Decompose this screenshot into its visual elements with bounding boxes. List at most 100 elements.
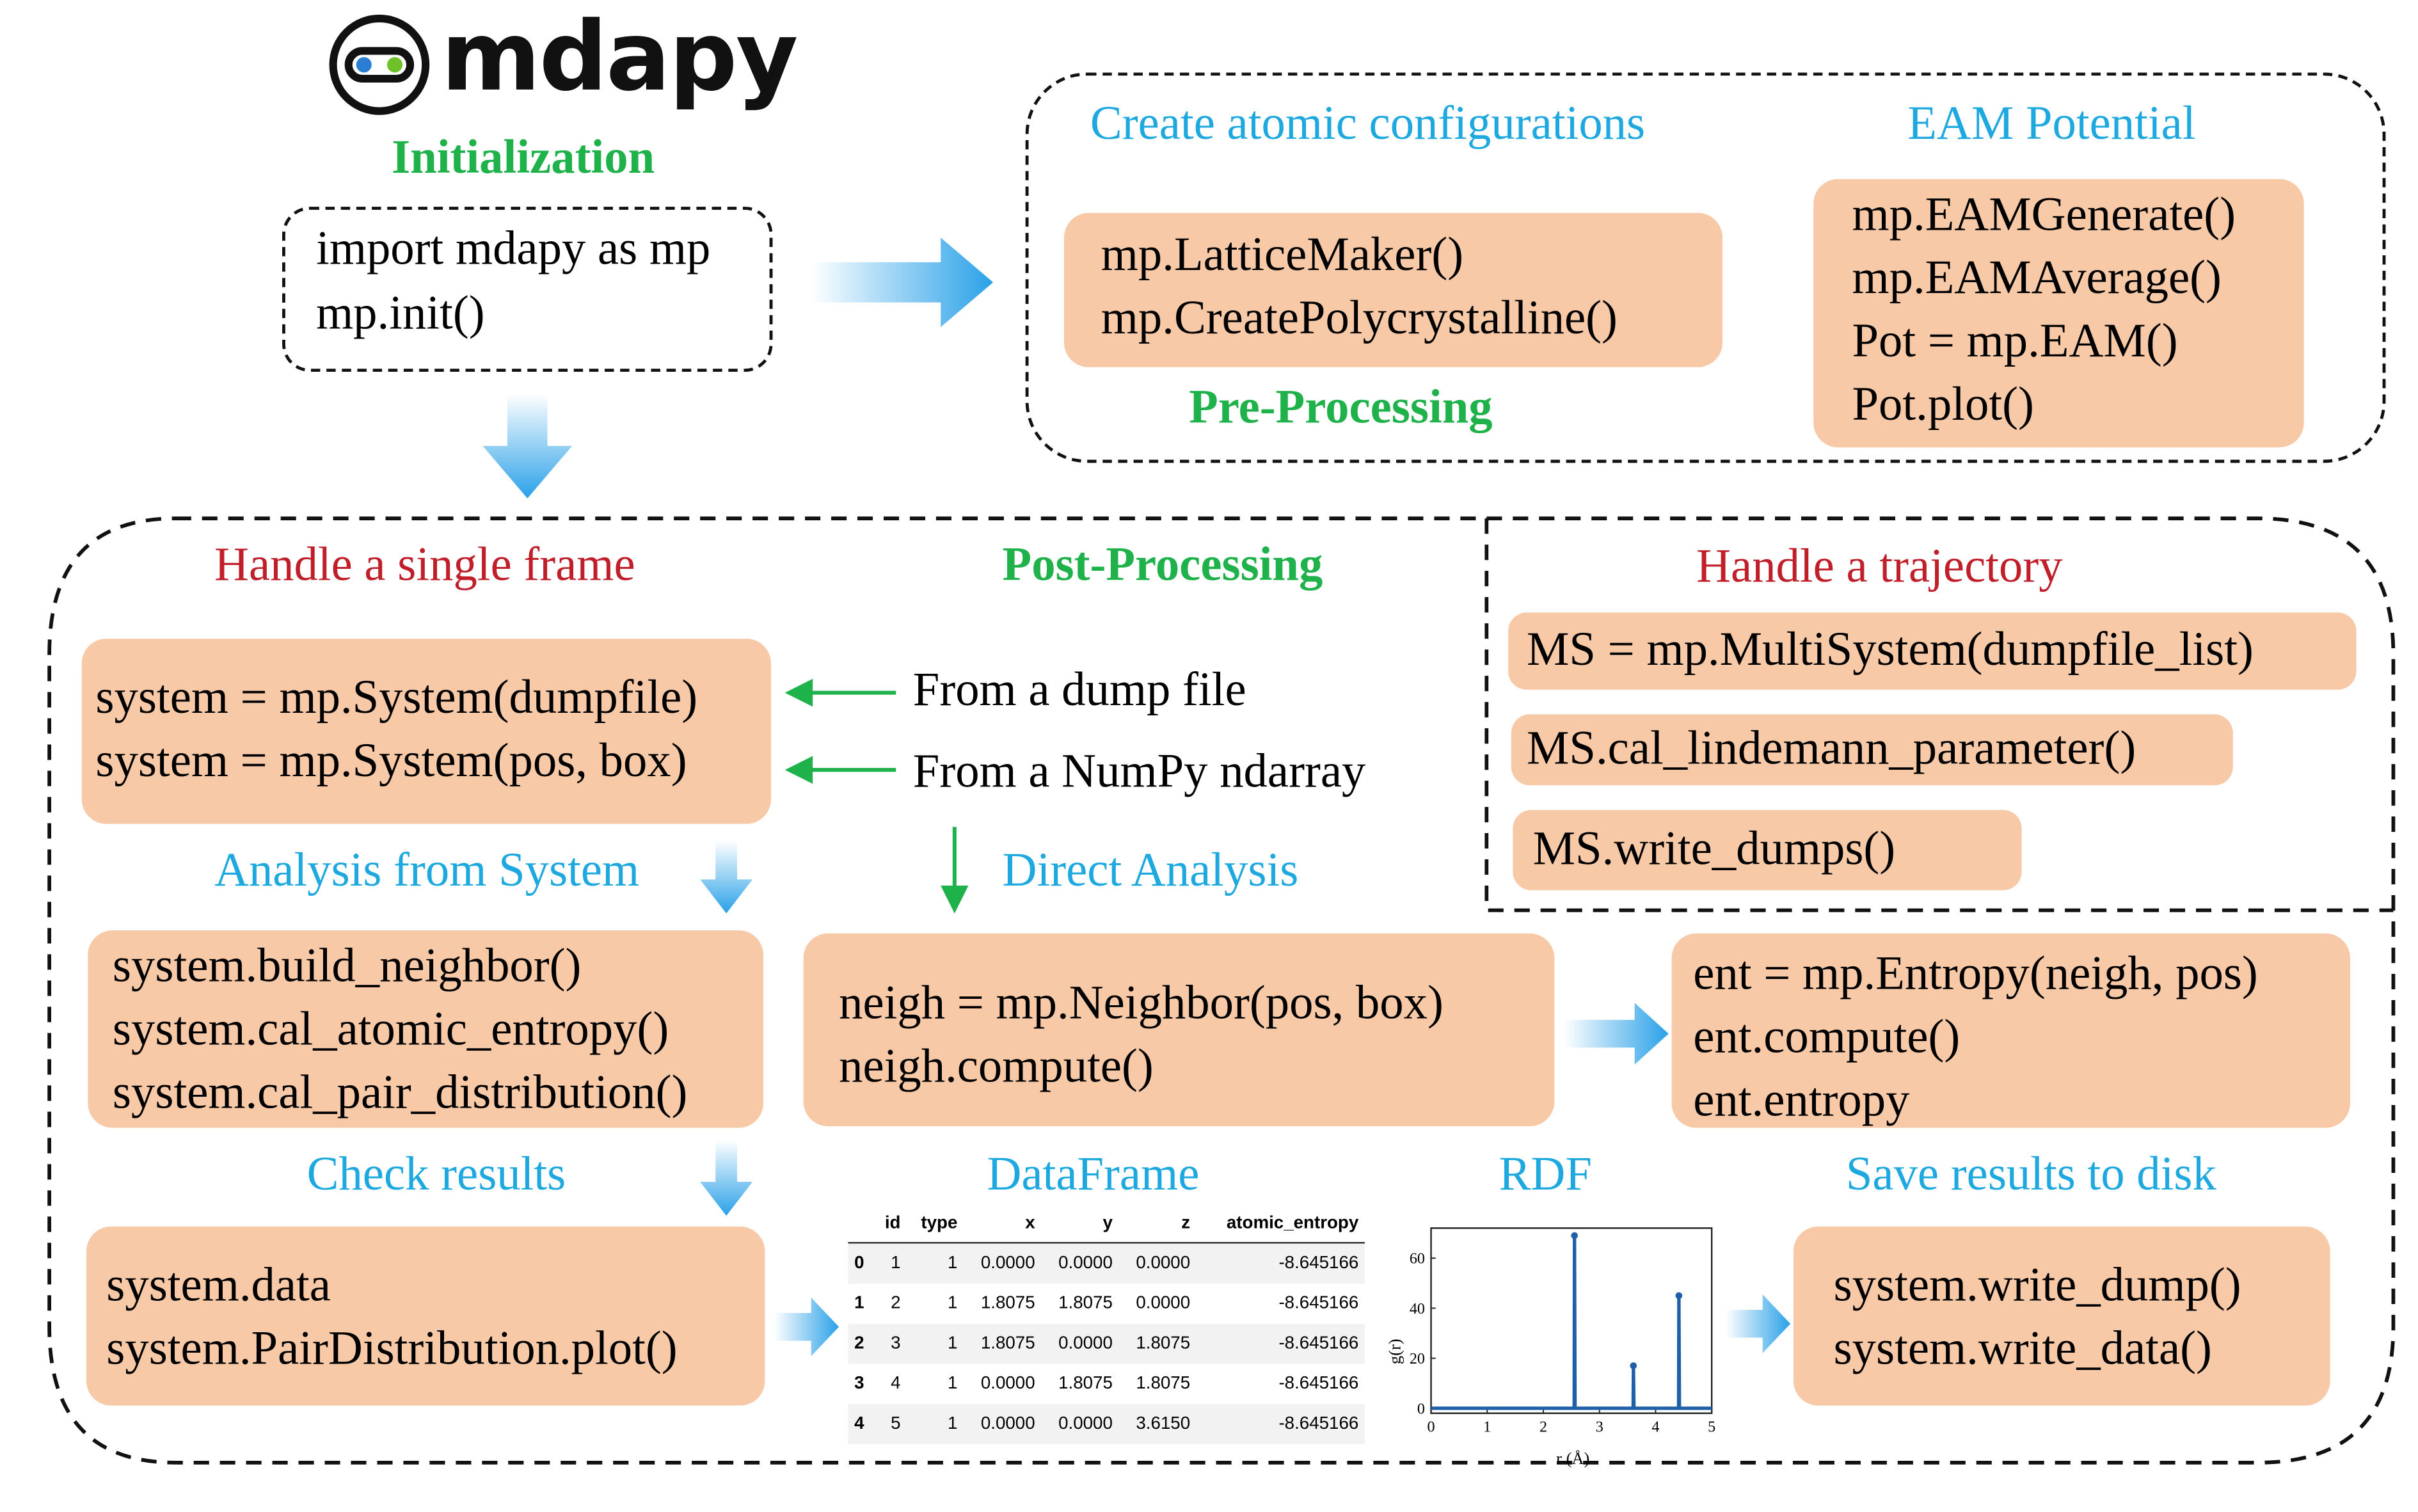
write-dumps-box: MS.write_dumps() <box>1513 809 2022 891</box>
create-config-title: Create atomic configurations <box>1090 95 1646 150</box>
table-cell: 1 <box>947 1294 958 1313</box>
table-cell: 1 <box>907 1243 964 1284</box>
arrow-right-icon <box>1725 1294 1791 1353</box>
table-cell: 0.0000 <box>964 1243 1042 1284</box>
table-cell: 2 <box>891 1294 901 1313</box>
row-index-cell: 0 <box>848 1243 874 1284</box>
initialization-box <box>282 207 773 372</box>
table-cell: -8.645166 <box>1278 1374 1359 1394</box>
post-processing-title: Post-Processing <box>1002 537 1323 591</box>
code-line: neigh = mp.Neighbor(pos, box) <box>839 975 1444 1030</box>
system-analysis-box: system.build_neighbor() system.cal_atomi… <box>88 930 763 1128</box>
table-cell: 0.0000 <box>1041 1323 1119 1364</box>
create-config-box: mp.LatticeMaker() mp.CreatePolycrystalli… <box>1063 212 1723 367</box>
table-cell: 1.8075 <box>980 1294 1035 1313</box>
code-line: MS.cal_lindemann_parameter() <box>1526 720 2136 775</box>
check-results-box: system.data system.PairDistribution.plot… <box>86 1226 765 1406</box>
code-line: system.data <box>106 1257 331 1312</box>
code-line: system.cal_atomic_entropy() <box>112 1001 669 1056</box>
code-line: system.write_data() <box>1833 1321 2212 1375</box>
table-cell: -8.645166 <box>1196 1404 1365 1444</box>
plot-frame <box>1430 1227 1713 1414</box>
peak-marker <box>1675 1292 1683 1300</box>
trajectory-title: Handle a trajectory <box>1696 538 2063 593</box>
y-tick-label: 0 <box>1417 1401 1425 1417</box>
save-results-box: system.write_dump() system.write_data() <box>1793 1226 2330 1406</box>
code-line: ent = mp.Entropy(neigh, pos) <box>1693 946 2258 1000</box>
pre-processing-title: Pre-Processing <box>1189 379 1493 434</box>
x-tick-label: 5 <box>1708 1419 1715 1436</box>
arrow-down-icon <box>700 1140 753 1216</box>
peak-marker <box>1630 1362 1637 1369</box>
code-line: MS.write_dumps() <box>1532 820 1896 875</box>
init-line-1: import mdapy as mp <box>316 220 711 275</box>
arrow-right-icon <box>811 237 994 328</box>
table-cell: 5 <box>873 1404 907 1444</box>
pre-processing-box <box>1025 72 2386 463</box>
peak-marker <box>1571 1232 1578 1239</box>
code-line: system = mp.System(dumpfile) <box>95 669 698 724</box>
save-results-title: Save results to disk <box>1845 1146 2216 1200</box>
table-column-header: id <box>873 1205 907 1244</box>
row-index-cell: 3 <box>854 1374 864 1394</box>
x-tick-label: 1 <box>1483 1419 1491 1436</box>
post-processing-box <box>47 516 2396 1465</box>
x-axis-label: r (Å) <box>1556 1449 1589 1468</box>
table-cell: 1 <box>873 1243 907 1284</box>
table-column-header: z <box>1118 1205 1197 1244</box>
table-cell: 3.6150 <box>1118 1404 1197 1444</box>
source-numpy-array: From a NumPy ndarray <box>912 744 1366 798</box>
code-line: mp.CreatePolycrystalline() <box>1101 290 1618 344</box>
code-line: ent.compute() <box>1693 1008 1961 1063</box>
code-line: mp.EAMGenerate() <box>1852 186 2236 241</box>
x-tick-label: 2 <box>1539 1419 1547 1436</box>
table-cell: 1.8075 <box>1118 1323 1197 1364</box>
arrow-down-icon <box>941 827 969 914</box>
logo-title: mdapy <box>441 0 798 113</box>
system-creation-box: system = mp.System(dumpfile) system = mp… <box>81 639 772 824</box>
y-tick-label: 20 <box>1410 1351 1425 1367</box>
code-line: mp.LatticeMaker() <box>1101 227 1464 281</box>
table-column-header: x <box>964 1205 1042 1244</box>
table-column-header: y <box>1041 1205 1119 1244</box>
table-column-header <box>848 1205 874 1244</box>
neighbor-box: neigh = mp.Neighbor(pos, box) neigh.comp… <box>803 933 1555 1127</box>
arrow-right-icon <box>1563 1003 1669 1065</box>
code-line: ent.entropy <box>1693 1072 1910 1127</box>
code-line: Pot.plot() <box>1852 376 2034 431</box>
code-line: neigh.compute() <box>839 1038 1154 1093</box>
y-axis-label: g(r) <box>1385 1339 1404 1364</box>
init-line-2: mp.init() <box>316 285 485 340</box>
table-column-header: atomic_entropy <box>1196 1205 1365 1244</box>
arrow-left-icon <box>784 678 896 707</box>
arrow-right-icon <box>774 1297 839 1357</box>
source-dump-file: From a dump file <box>912 662 1246 716</box>
code-line: MS = mp.MultiSystem(dumpfile_list) <box>1526 621 2254 676</box>
table-cell: 0.0000 <box>964 1404 1042 1444</box>
code-line: system = mp.System(pos, box) <box>95 733 687 787</box>
table-cell: 0.0000 <box>1118 1243 1197 1284</box>
table-cell: 1.8075 <box>1136 1374 1191 1394</box>
initialization-title: Initialization <box>392 129 655 184</box>
table-cell: 0.0000 <box>1136 1294 1191 1313</box>
multisystem-box: MS = mp.MultiSystem(dumpfile_list) <box>1508 612 2357 690</box>
eam-title: EAM Potential <box>1907 95 2196 150</box>
check-results-title: Check results <box>306 1146 566 1200</box>
table-cell: 1 <box>907 1323 964 1364</box>
table-cell: -8.645166 <box>1278 1294 1359 1313</box>
code-line: system.write_dump() <box>1833 1257 2241 1312</box>
mdapy-logo: mdapy <box>327 0 799 120</box>
arrow-left-icon <box>784 756 896 784</box>
single-frame-title: Handle a single frame <box>214 537 635 591</box>
eam-box: mp.EAMGenerate() mp.EAMAverage() Pot = m… <box>1813 179 2304 448</box>
code-line: mp.EAMAverage() <box>1852 250 2222 305</box>
table-cell: 0.0000 <box>1041 1404 1119 1444</box>
